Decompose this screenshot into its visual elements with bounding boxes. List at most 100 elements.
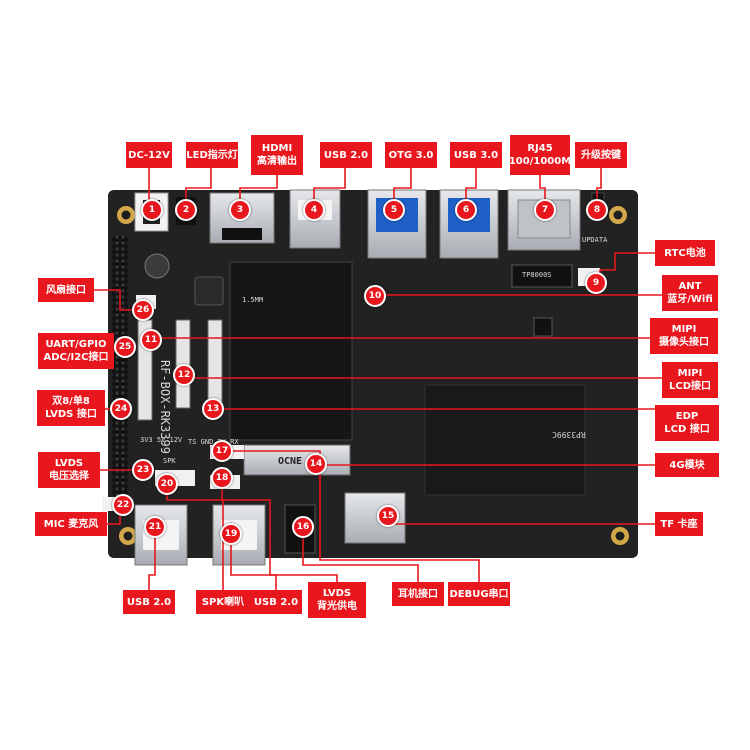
callout-19-line-0: USB 2.0 (253, 596, 299, 608)
callout-25-label: UART/GPIO ADC/I2C接口 (38, 333, 114, 369)
callout-23-pin: 23 (132, 459, 154, 481)
callout-26-line-0: 风扇接口 (46, 284, 86, 296)
callout-7-line-1: 100/1000M (508, 156, 572, 167)
silk-uart: TS GND TX RX (188, 438, 239, 446)
callout-1-label: DC-12V (126, 142, 172, 168)
callout-6-label: USB 3.0 (450, 142, 502, 168)
silk-transformer: TP8000S (522, 271, 552, 279)
callout-22-pin: 22 (112, 494, 134, 516)
silk-wifi-module: OCNE (278, 456, 303, 467)
callout-22-line-0: MIC 麦克风 (43, 518, 99, 530)
silk-spk: SPK (163, 457, 176, 465)
callout-19-leader (230, 537, 277, 590)
gpio-header (112, 236, 128, 496)
callout-10-pin: 10 (364, 285, 386, 307)
callout-13-pin: 13 (202, 398, 224, 420)
callout-10-label: ANT 蓝牙/Wifi (662, 275, 718, 311)
callout-2-label: LED指示灯 (186, 142, 238, 168)
callout-15-label: TF 卡座 (655, 512, 703, 536)
transformer-chip (511, 264, 573, 288)
callout-8-label: 升级按键 (575, 142, 627, 168)
callout-16-label: 耳机接口 (392, 582, 444, 606)
callout-23-line-1: 电压选择 (49, 471, 89, 482)
callout-26-leader (94, 289, 140, 311)
callout-8-leader (596, 168, 602, 208)
callout-16-pin: 16 (292, 516, 314, 538)
callout-17-line-0: DEBUG串口 (449, 588, 509, 600)
callout-1-line-0: DC-12V (128, 149, 170, 161)
callout-4-leader (313, 168, 346, 208)
callout-3-line-1: 高清输出 (257, 156, 297, 167)
callout-20-line-0: SPK喇叭 (201, 596, 245, 608)
callout-11-line-0: MIPI (671, 324, 697, 335)
callout-7-line-0: RJ45 (527, 143, 553, 154)
callout-18-line-1: 背光供电 (317, 601, 357, 612)
callout-9-pin: 9 (585, 272, 607, 294)
capacitor (144, 253, 170, 279)
callout-19-label: USB 2.0 (250, 590, 302, 614)
callout-13-line-1: LCD 接口 (664, 424, 710, 435)
silk-header-voltages: 3V3 5V 12V (140, 436, 183, 444)
callout-24-pin: 24 (110, 398, 132, 420)
callout-23-line-0: LVDS (54, 458, 84, 469)
soc-area (424, 384, 586, 496)
callout-7-pin: 7 (534, 199, 556, 221)
callout-8-pin: 8 (586, 199, 608, 221)
silk-update: UPDATA (582, 236, 608, 244)
callout-7-leader (539, 175, 546, 208)
callout-3-label: HDMI 高清输出 (251, 135, 303, 175)
callout-1-pin: 1 (141, 199, 163, 221)
callout-25-pin: 25 (114, 336, 136, 358)
callout-16-line-0: 耳机接口 (398, 588, 438, 600)
silk-antenna: 1.5MM (242, 296, 264, 304)
callout-5-line-0: OTG 3.0 (388, 149, 434, 161)
callout-18-leader (221, 481, 338, 582)
inductor (194, 276, 224, 306)
callout-12-pin: 12 (173, 364, 195, 386)
callout-14-pin: 14 (305, 453, 327, 475)
callout-8-line-0: 升级按键 (581, 149, 621, 161)
callout-2-leader (185, 168, 212, 208)
callout-24-line-0: 双8/单8 (52, 396, 90, 407)
mini-pcie-slot (243, 444, 351, 476)
callout-25-line-1: ADC/I2C接口 (43, 352, 109, 363)
callout-6-leader (465, 168, 477, 208)
callout-4-label: USB 2.0 (320, 142, 372, 168)
callout-19-pin: 19 (220, 523, 242, 545)
callout-4-line-0: USB 2.0 (323, 149, 369, 161)
ffc-edp (207, 319, 223, 409)
callout-5-pin: 5 (383, 199, 405, 221)
callout-24-line-1: LVDS 接口 (45, 409, 97, 420)
callout-3-leader (239, 175, 278, 208)
callout-15-pin: 15 (377, 505, 399, 527)
callout-2-line-0: LED指示灯 (186, 149, 238, 161)
callout-21-leader (148, 530, 156, 590)
callout-26-pin: 26 (132, 299, 154, 321)
callout-11-pin: 11 (140, 329, 162, 351)
callout-10-line-0: ANT (678, 281, 702, 292)
callout-3-line-0: HDMI (261, 143, 293, 154)
callout-6-line-0: USB 3.0 (453, 149, 499, 161)
callout-20-pin: 20 (156, 473, 178, 495)
callout-5-leader (393, 168, 412, 208)
silk-chip-marking: RP3399C (552, 430, 586, 439)
small-chip (533, 317, 553, 337)
callout-14-line-0: 4G模块 (669, 459, 705, 471)
callout-17-pin: 17 (211, 440, 233, 462)
callout-20-label: SPK喇叭 (196, 590, 250, 614)
callout-18-pin: 18 (211, 467, 233, 489)
callout-26-label: 风扇接口 (38, 278, 94, 302)
callout-5-label: OTG 3.0 (385, 142, 437, 168)
callout-10-line-1: 蓝牙/Wifi (667, 294, 713, 305)
callout-16-leader (302, 530, 419, 582)
callout-14-label: 4G模块 (655, 453, 719, 477)
callout-25-line-0: UART/GPIO (45, 339, 107, 350)
callout-6-pin: 6 (455, 199, 477, 221)
mini-pcie-area (229, 261, 353, 441)
